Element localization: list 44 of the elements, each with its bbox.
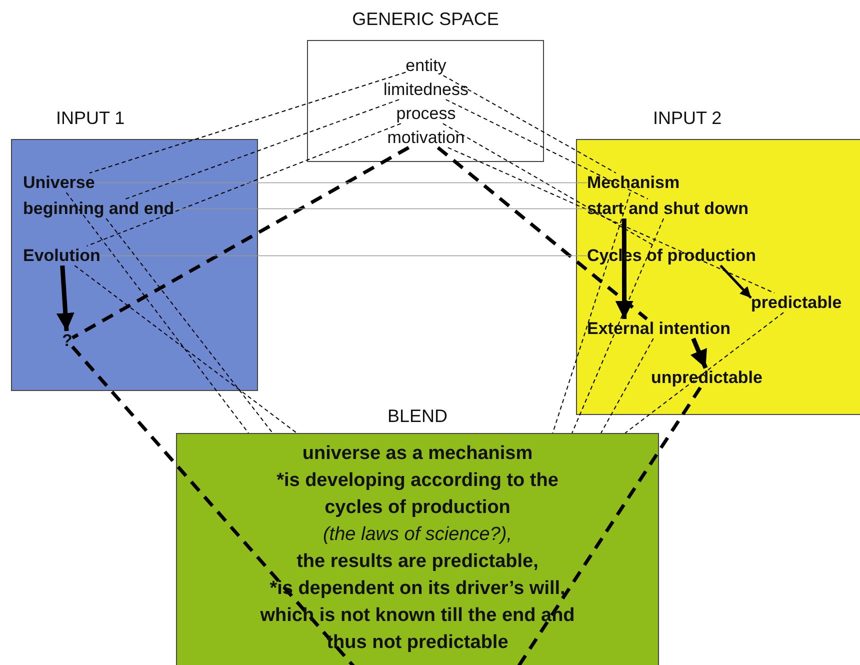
- box-heading: INPUT 1: [56, 108, 125, 129]
- dashed-connector: [89, 72, 406, 174]
- connector-line: [174, 208, 588, 210]
- blend-text: (the laws of science?),: [322, 523, 514, 547]
- box-heading: INPUT 2: [653, 108, 722, 129]
- dashed-connector: [600, 338, 654, 434]
- dashed-connector: [552, 192, 631, 434]
- arrow: [56, 265, 74, 332]
- concept-word: process: [396, 104, 456, 124]
- concept-label: beginning and end: [23, 199, 174, 219]
- dashed-connector: [72, 146, 410, 340]
- concept-label: Evolution: [23, 246, 100, 266]
- dashed-connector: [124, 99, 400, 200]
- concept-label: Universe: [23, 173, 95, 193]
- dashed-connector: [106, 218, 274, 434]
- arrow: [690, 338, 708, 369]
- blend-text: *is dependent on its driver’s will, which is not known till the end and thus not predictable: [259, 577, 576, 655]
- dashed-connector: [447, 147, 775, 294]
- connector-line: [100, 255, 588, 256]
- concept-label: start and shut down: [587, 199, 748, 219]
- box-heading: BLEND: [387, 406, 448, 427]
- concept-word: entity: [406, 56, 446, 76]
- dashed-connector: [442, 75, 616, 174]
- dashed-connector: [445, 99, 648, 200]
- connector-line: [94, 182, 588, 184]
- blend-text: the results are predictable,: [296, 550, 540, 574]
- concept-label: ?: [62, 331, 72, 351]
- concept-label: Mechanism: [587, 173, 680, 193]
- box-heading: GENERIC SPACE: [352, 9, 499, 30]
- concept-label: External intention: [587, 319, 731, 339]
- dashed-connector: [74, 265, 298, 434]
- arrow: [615, 218, 634, 319]
- concept-label: unpredictable: [651, 368, 762, 388]
- concept-label: predictable: [751, 293, 842, 313]
- dashed-connector: [572, 218, 664, 434]
- blend-text: universe as a mechanism: [301, 442, 534, 466]
- concept-word: limitedness: [383, 80, 469, 100]
- concept-word: motivation: [387, 128, 465, 148]
- blend-text: *is developing according to the cycles of production: [276, 469, 560, 520]
- arrow: [720, 264, 752, 299]
- dashed-connector: [66, 192, 249, 434]
- dashed-connector: [436, 146, 648, 320]
- dashed-connector: [624, 312, 784, 434]
- dashed-connector: [86, 123, 402, 246]
